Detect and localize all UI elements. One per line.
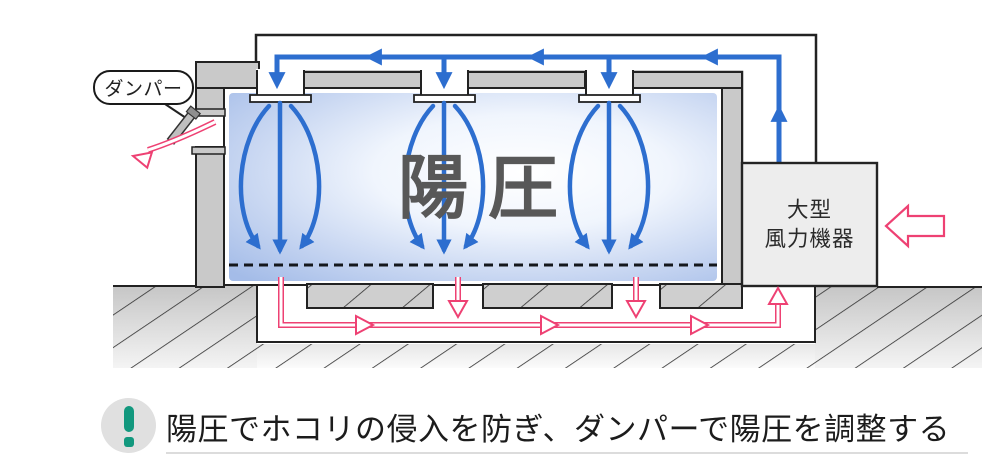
damper-label: ダンパー: [104, 79, 183, 100]
caption-divider: [166, 452, 968, 454]
fan-unit-box: [740, 161, 879, 288]
damper-assembly: [130, 99, 226, 170]
exclamation-icon: [101, 398, 156, 453]
damper-exhaust-arrow: [130, 119, 217, 170]
ground-hatching: [113, 285, 982, 368]
fan-unit-label: 大型 風力機器: [742, 163, 877, 286]
caption-row: 陽圧でホコリの侵入を防ぎ、ダンパーで陽圧を調整する: [0, 396, 982, 466]
positive-pressure-label: 陽圧: [398, 149, 578, 227]
outside-air-inlet-arrow: [884, 203, 946, 249]
floor-slabs: [306, 283, 743, 309]
damper-label-bubble: ダンパー: [93, 70, 194, 105]
clean-room-chamber: [223, 87, 723, 286]
return-airflow-arrows: [278, 277, 789, 336]
caption-text: 陽圧でホコリの侵入を防ぎ、ダンパーで陽圧を調整する: [166, 412, 951, 447]
fan-unit-label-line1: 大型: [786, 198, 832, 223]
supply-airflow-arrows: [268, 48, 788, 164]
fan-unit-label-line2: 風力機器: [764, 226, 855, 251]
